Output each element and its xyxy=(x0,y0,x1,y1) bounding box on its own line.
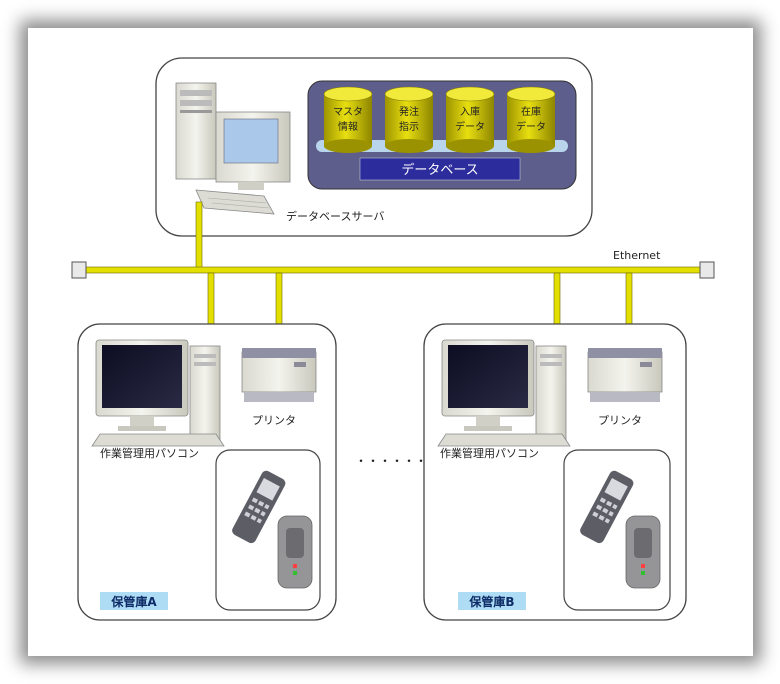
warehouse-a: プリンタ 作業管理用パソコン 保管庫A xyxy=(77,323,337,621)
pc-label: 作業管理用パソコン xyxy=(440,446,539,460)
warehouse-a-label-bg xyxy=(100,592,168,610)
database-cylinder-label: 在庫 xyxy=(521,105,541,118)
warehouse-a-label: 保管庫A xyxy=(110,594,157,609)
charger-cradle-icon xyxy=(277,515,313,589)
handheld-scanner-icon xyxy=(580,470,634,544)
ethernet-bus xyxy=(81,266,707,274)
database-cylinder-label: 入庫 xyxy=(460,105,480,118)
database-cylinder-label: データ xyxy=(455,120,485,133)
ethernet-label: Ethernet xyxy=(613,249,661,262)
database-title: データベース xyxy=(401,162,478,178)
server-computer-icon xyxy=(175,82,291,215)
charger-cradle-icon xyxy=(625,515,661,589)
terminator-right xyxy=(699,261,715,279)
warehouse-b-label-bg xyxy=(458,592,526,610)
printer-label: プリンタ xyxy=(252,414,296,427)
printer-icon xyxy=(241,348,317,402)
server-label: データベースサーバ xyxy=(286,209,384,223)
database-cylinder-label: 指示 xyxy=(399,120,419,133)
database-cylinder-label: マスタ xyxy=(333,106,363,118)
warehouse-b: プリンタ 作業管理用パソコン 保管庫B xyxy=(423,323,687,621)
printer-icon xyxy=(587,348,663,402)
database-title-box xyxy=(359,157,521,181)
printer-label: プリンタ xyxy=(598,414,642,427)
database-cylinder-label: データ xyxy=(516,120,546,133)
pc-icon xyxy=(437,339,571,447)
pc-icon xyxy=(91,339,225,447)
terminator-left xyxy=(71,261,87,279)
database-cylinder-tray xyxy=(316,140,568,152)
pc-label: 作業管理用パソコン xyxy=(100,446,199,460)
warehouse-b-label: 保管庫B xyxy=(468,594,514,609)
database-cylinder-label: 発注 xyxy=(399,105,419,118)
server-drop-cable xyxy=(195,201,203,273)
diagram-frame: マスタ情報発注指示入庫データ在庫データ データベース データベースサーバ Eth… xyxy=(28,28,753,656)
ellipsis: ・・・・・・・ xyxy=(355,454,439,468)
handheld-scanner-icon xyxy=(232,470,286,544)
database-cylinder-label: 情報 xyxy=(338,120,358,133)
